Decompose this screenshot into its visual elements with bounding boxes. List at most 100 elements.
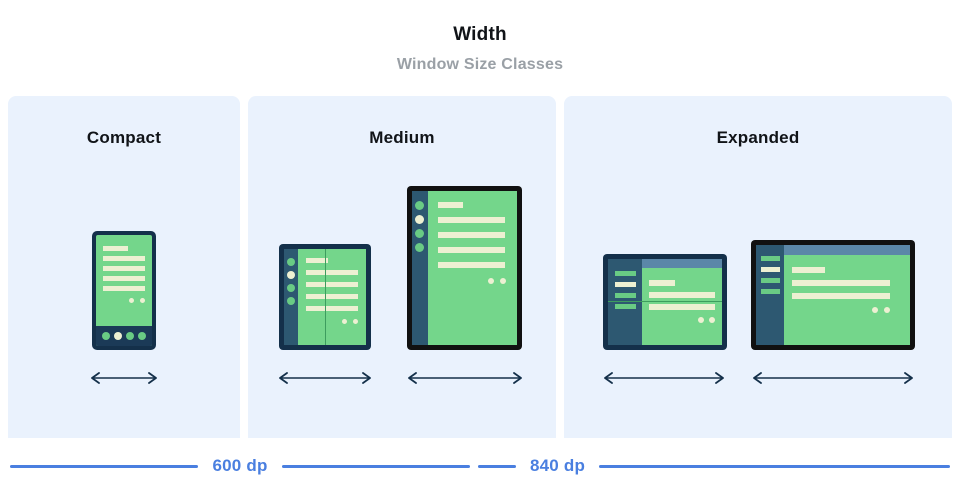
- content-line: [306, 270, 358, 275]
- content-line: [306, 294, 358, 299]
- rail-dot-active: [415, 215, 424, 224]
- content-line: [649, 292, 715, 298]
- fab-dot: [353, 319, 358, 324]
- panel-title-compact: Compact: [86, 128, 162, 147]
- rail-bar: [615, 271, 636, 276]
- rail-bar: [615, 293, 636, 298]
- page-title: Width: [453, 24, 507, 45]
- device-slot-tablet-landscape: [751, 240, 915, 350]
- breakpoint-measure-rail: 600 dp 840 dp: [0, 438, 960, 494]
- page-subtitle: Window Size Classes: [396, 56, 564, 73]
- header: Width Window Size Classes: [0, 0, 960, 96]
- content-line: [792, 267, 825, 273]
- navigation-rail: [412, 191, 428, 345]
- panel-medium: Medium: [248, 96, 556, 438]
- fab-dot: [140, 298, 145, 303]
- phone-bottom-nav: [96, 326, 152, 346]
- fab-dot: [488, 278, 494, 284]
- top-app-bar: [784, 245, 910, 255]
- device-slot-foldable-portrait: [279, 244, 371, 350]
- fab-dot: [698, 317, 704, 323]
- measure-rule-left: [478, 464, 516, 468]
- panel-expanded: Expanded: [564, 96, 952, 438]
- content-line: [792, 280, 890, 286]
- fab-dot: [129, 298, 134, 303]
- rail-bar-active: [761, 267, 780, 272]
- navigation-rail: [756, 245, 784, 345]
- content-line: [306, 306, 358, 311]
- device-slot-foldable-landscape: [603, 254, 727, 350]
- rail-dot: [415, 201, 424, 210]
- foldable-landscape-screen: [608, 259, 722, 345]
- rail-dot: [287, 284, 295, 292]
- fab-dot: [872, 307, 878, 313]
- rail-dot: [415, 229, 424, 238]
- measure-rule-left: [10, 464, 199, 468]
- rail-bar-active: [615, 282, 636, 287]
- rail-bar: [761, 289, 780, 294]
- fold-line: [325, 249, 326, 345]
- navigation-rail: [284, 249, 298, 345]
- fold-line: [608, 301, 722, 302]
- panel-title-medium: Medium: [369, 128, 435, 147]
- width-arrow-medium-foldable: [276, 370, 374, 386]
- content-line: [649, 304, 715, 310]
- device-slot-phone: [92, 231, 156, 350]
- measure-label-600: 600 dp: [212, 456, 268, 475]
- fab-dot: [709, 317, 715, 323]
- content-line: [649, 280, 675, 286]
- rail-dot-active: [287, 271, 295, 279]
- tablet-screen: [412, 191, 517, 345]
- nav-dot: [138, 332, 146, 340]
- content-line: [438, 247, 505, 253]
- nav-dot: [126, 332, 134, 340]
- width-arrow-expanded-foldable: [601, 370, 727, 386]
- top-app-bar: [642, 259, 722, 268]
- rail-dot: [287, 258, 295, 266]
- phone-portrait-device: [92, 231, 156, 350]
- measure-rule-right: [281, 464, 470, 468]
- device-stage-medium: [248, 150, 556, 350]
- measure-840dp: 840 dp: [478, 438, 950, 494]
- device-stage-expanded: [564, 150, 952, 350]
- rail-dot: [415, 243, 424, 252]
- tablet-landscape-device: [751, 240, 915, 350]
- rail-bar: [761, 256, 780, 261]
- rail-bar: [615, 304, 636, 309]
- measure-label-840: 840 dp: [530, 456, 586, 475]
- foldable-landscape-device: [603, 254, 727, 350]
- content-line: [438, 202, 463, 208]
- measure-rule-right: [599, 464, 950, 468]
- rail-bar: [761, 278, 780, 283]
- content-line: [792, 293, 890, 299]
- nav-dot: [102, 332, 110, 340]
- tablet-landscape-screen: [756, 245, 910, 345]
- navigation-rail: [608, 259, 642, 345]
- measure-600dp: 600 dp: [10, 438, 470, 494]
- foldable-portrait-device: [279, 244, 371, 350]
- nav-dot-active: [114, 332, 122, 340]
- width-arrow-expanded-tablet: [750, 370, 916, 386]
- phone-screen: [96, 235, 152, 346]
- fab-dot: [500, 278, 506, 284]
- content-line: [103, 256, 145, 261]
- device-stage-compact: [8, 150, 240, 350]
- panel-compact: Compact: [8, 96, 240, 438]
- device-slot-tablet-portrait: [407, 186, 522, 350]
- content-line: [103, 286, 145, 291]
- size-class-panels: Compact: [0, 96, 960, 438]
- content-line: [103, 266, 145, 271]
- foldable-screen: [284, 249, 366, 345]
- content-line: [306, 282, 358, 287]
- fab-dot: [342, 319, 347, 324]
- panel-title-expanded: Expanded: [716, 128, 800, 147]
- fab-dot: [884, 307, 890, 313]
- content-line: [438, 232, 505, 238]
- content-line: [438, 217, 505, 223]
- tablet-portrait-device: [407, 186, 522, 350]
- width-arrow-compact: [88, 370, 160, 386]
- rail-dot: [287, 297, 295, 305]
- content-line: [103, 276, 145, 281]
- width-arrow-medium-tablet: [405, 370, 525, 386]
- content-line: [103, 246, 128, 251]
